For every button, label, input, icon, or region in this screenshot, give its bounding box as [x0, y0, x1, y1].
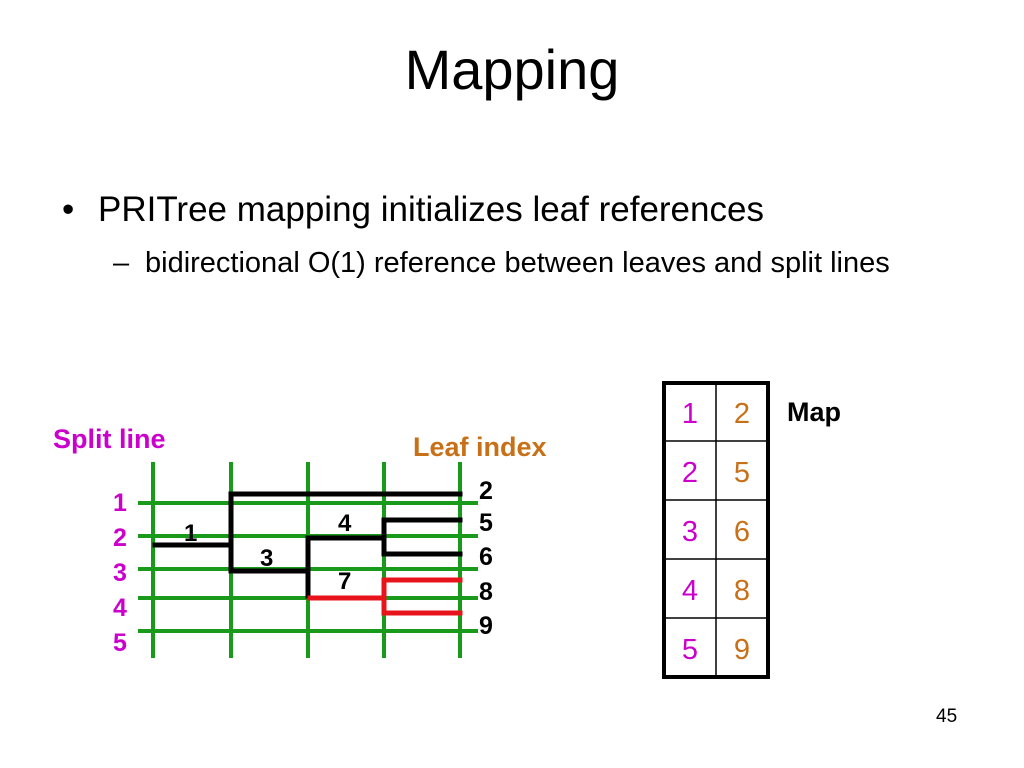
- map-cell-split: 2: [682, 457, 698, 489]
- map-cell-leaf: 8: [734, 575, 750, 607]
- row-label-1: 1: [113, 489, 127, 517]
- bullet-text: PRITree mapping initializes leaf referen…: [98, 190, 764, 229]
- leaf-label-9: 9: [479, 612, 493, 640]
- map-cell-leaf: 2: [734, 398, 750, 430]
- bullet-marker: •: [62, 190, 75, 229]
- split-line-label: Split line: [53, 424, 166, 454]
- leaf-index-label: Leaf index: [413, 432, 547, 462]
- map-cell-split: 3: [682, 516, 698, 548]
- tree-edges: [152, 491, 463, 599]
- map-cell-split: 1: [682, 398, 698, 430]
- leaf-label-8: 8: [479, 578, 493, 606]
- bullet-item: • PRITree mapping initializes leaf refere…: [62, 189, 764, 231]
- leaf-label-6: 6: [479, 543, 493, 571]
- map-cell-split: 4: [682, 575, 698, 607]
- node-label-3: 3: [260, 545, 273, 572]
- leaf-label-5: 5: [479, 509, 493, 537]
- map-label: Map: [787, 397, 841, 427]
- sub-bullet-text: bidirectional O(1) reference between lea…: [145, 247, 890, 279]
- map-cell-leaf: 6: [734, 516, 750, 548]
- node-label-1: 1: [184, 520, 197, 547]
- row-label-3: 3: [113, 559, 127, 587]
- highlighted-subtree: [307, 577, 463, 616]
- row-label-5: 5: [113, 629, 127, 657]
- map-cell-leaf: 9: [734, 634, 750, 666]
- node-label-7: 7: [338, 568, 351, 595]
- node-label-4: 4: [338, 510, 352, 537]
- sub-bullet-item: – bidirectional O(1) reference between l…: [113, 245, 905, 283]
- map-cell-leaf: 5: [734, 457, 750, 489]
- leaf-label-2: 2: [479, 477, 493, 505]
- row-label-4: 4: [113, 594, 127, 622]
- map-cell-split: 5: [682, 634, 698, 666]
- map-table: 1 2 2 5 3 6 4 8 5 9: [662, 381, 770, 679]
- row-label-2: 2: [113, 524, 127, 552]
- slide-title: Mapping: [404, 38, 620, 101]
- sub-bullet-marker: –: [113, 247, 130, 279]
- page-number: 45: [936, 706, 958, 727]
